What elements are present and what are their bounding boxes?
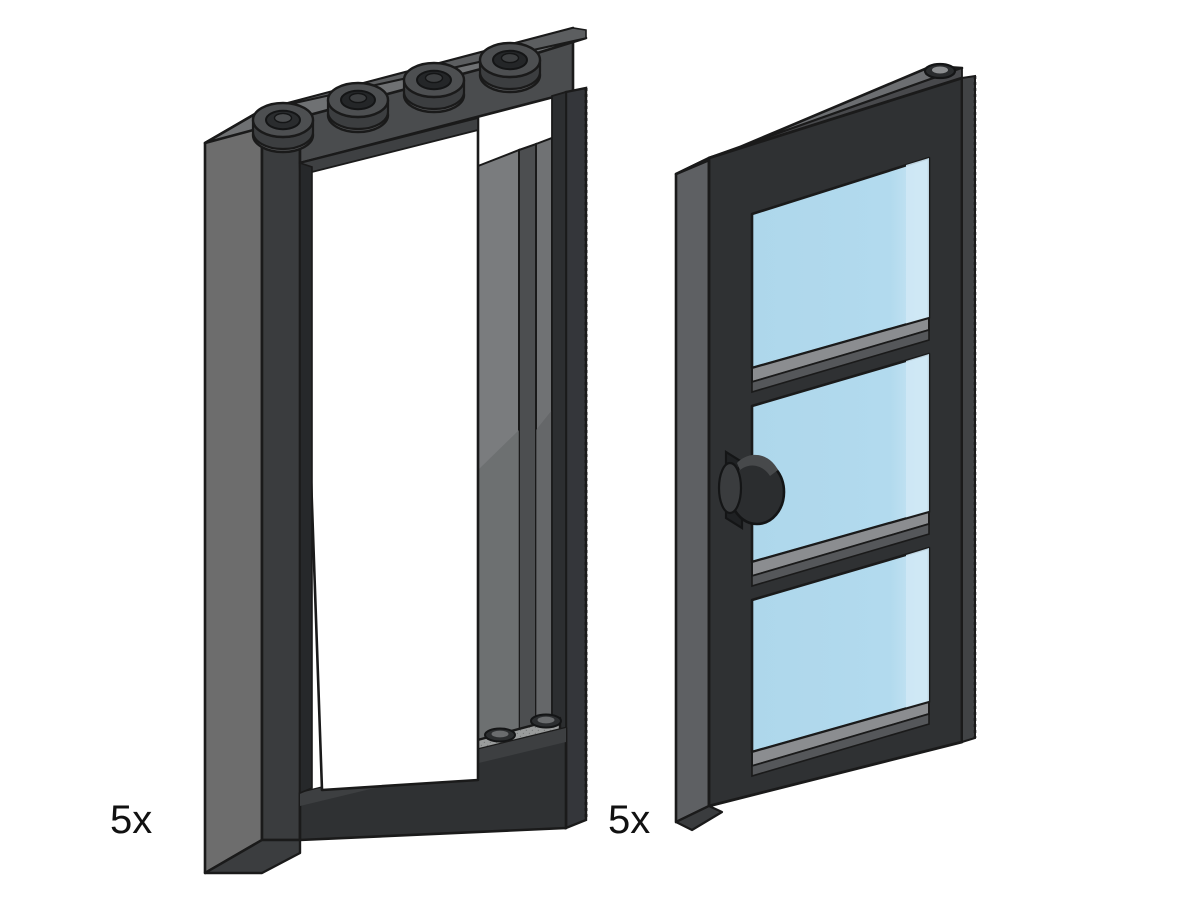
part-glass-door: [674, 62, 977, 832]
stud-1-icon: [251, 101, 315, 154]
frame-left-side-face: [203, 108, 264, 875]
door-bottom-left-edge: [674, 804, 724, 832]
frame-hinge-hole-1-icon: [484, 727, 516, 743]
door-right-side-face: [961, 74, 977, 744]
frame-opening: [298, 116, 480, 795]
stud-4-icon: [478, 41, 542, 94]
door-handle-knob-icon: [717, 450, 786, 530]
stud-2-icon: [326, 81, 390, 134]
frame-studs: [251, 41, 542, 154]
part-window-frame: [203, 26, 588, 875]
quantity-label-glass-door: 5x: [608, 798, 651, 842]
frame-left-post: [260, 108, 302, 842]
door-hinge-pin-icon: [923, 62, 957, 80]
door-left-side-face: [674, 156, 711, 824]
door-glass-pane-top: [750, 156, 931, 394]
door-glass-pane-bottom: [750, 546, 931, 778]
quantity-label-window-frame: 5x: [110, 798, 153, 842]
door-glass-pane-middle: [750, 352, 931, 588]
stud-3-icon: [402, 61, 466, 114]
frame-right-post: [551, 86, 588, 830]
frame-bottom-left-edge: [203, 838, 302, 875]
frame-hinge-hole-2-icon: [530, 713, 562, 729]
